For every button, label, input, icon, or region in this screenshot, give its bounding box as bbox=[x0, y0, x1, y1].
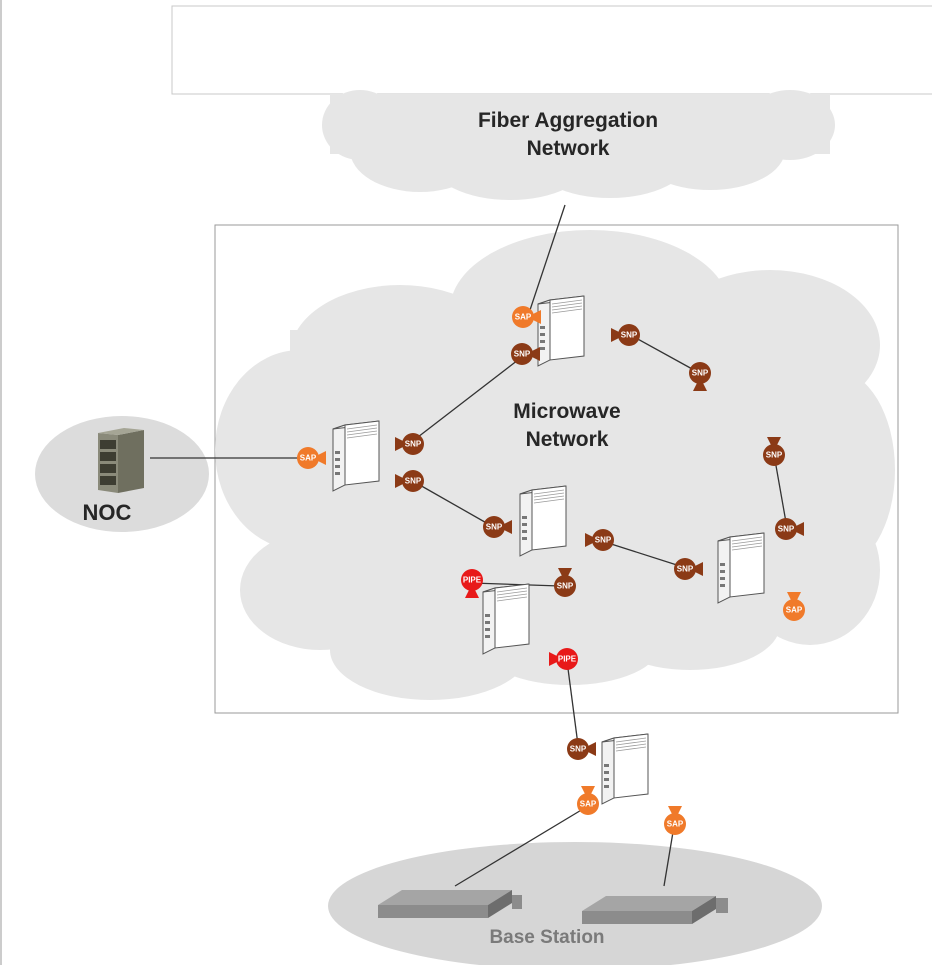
sap-port-p13: SAP bbox=[783, 592, 805, 621]
radio-left-icon bbox=[332, 420, 380, 492]
snp-port-p9: SNP bbox=[585, 529, 614, 551]
ports-layer: SAP SNP SNP SNP SAP SNP SNP SNP SNP SNP SNP SNP SAP P… bbox=[297, 306, 805, 835]
fiber-aggregation-cloud bbox=[322, 90, 835, 200]
snp-port-p17: SNP bbox=[567, 738, 596, 760]
port-label: SAP bbox=[580, 800, 597, 809]
link-pipe-bottom bbox=[566, 660, 579, 746]
port-label: SNP bbox=[486, 523, 503, 532]
devices-layer bbox=[332, 295, 765, 805]
port-label: SNP bbox=[778, 525, 795, 534]
port-label: SNP bbox=[405, 440, 422, 449]
port-label: SNP bbox=[595, 536, 612, 545]
port-label: SNP bbox=[405, 477, 422, 486]
port-label: PIPE bbox=[463, 576, 482, 585]
sap-port-p5: SAP bbox=[297, 447, 326, 469]
snp-port-p7: SNP bbox=[395, 470, 424, 492]
port-label: SNP bbox=[692, 369, 709, 378]
snp-port-p10: SNP bbox=[763, 437, 785, 466]
snp-port-p4: SNP bbox=[689, 362, 711, 391]
microwave-network-label-line1: Microwave bbox=[513, 400, 620, 423]
sap-port-p19: SAP bbox=[664, 806, 686, 835]
base-station-unit-right-icon bbox=[582, 896, 728, 924]
port-label: SAP bbox=[515, 313, 532, 322]
snp-port-p11: SNP bbox=[775, 518, 804, 540]
snp-port-p15: SNP bbox=[554, 568, 576, 597]
link-sap-bs-left bbox=[454, 805, 589, 887]
port-label: SNP bbox=[766, 451, 783, 460]
pipe-port-p16: PIPE bbox=[549, 648, 578, 670]
link-pipe-snp bbox=[471, 582, 561, 587]
noc-server-icon bbox=[98, 428, 144, 493]
snp-port-p3: SNP bbox=[611, 324, 640, 346]
link-left-middle bbox=[417, 483, 491, 526]
port-label: SAP bbox=[300, 454, 317, 463]
port-label: SNP bbox=[570, 745, 587, 754]
noc-label: NOC bbox=[83, 500, 132, 525]
port-label: SNP bbox=[621, 331, 638, 340]
link-right-north bbox=[774, 459, 788, 529]
microwave-network-label-line2: Network bbox=[526, 428, 609, 451]
radio-top-icon bbox=[537, 295, 585, 367]
header-box bbox=[171, 5, 932, 95]
pipe-port-p14: PIPE bbox=[461, 569, 483, 598]
port-label: PIPE bbox=[558, 655, 577, 664]
radio-middle-icon bbox=[519, 485, 567, 557]
port-label: SNP bbox=[514, 350, 531, 359]
fiber-network-label-line2: Network bbox=[527, 137, 610, 160]
link-middle-right bbox=[607, 542, 681, 567]
microwave-network-frame bbox=[214, 224, 899, 714]
link-sap-bs-right bbox=[663, 825, 675, 887]
base-station-unit-left-icon bbox=[378, 890, 522, 918]
base-station-cloud bbox=[328, 842, 822, 965]
base-station-label: Base Station bbox=[489, 927, 604, 948]
sap-port-p1: SAP bbox=[512, 306, 541, 328]
fiber-network-label-line1: Fiber Aggregation bbox=[478, 109, 658, 132]
port-label: SAP bbox=[667, 820, 684, 829]
snp-port-p6: SNP bbox=[395, 433, 424, 455]
radio-bottom-icon bbox=[601, 733, 649, 805]
radio-right-icon bbox=[717, 532, 765, 604]
link-top-east bbox=[633, 336, 695, 371]
port-label: SNP bbox=[677, 565, 694, 574]
port-label: SAP bbox=[786, 606, 803, 615]
snp-port-p8: SNP bbox=[483, 516, 512, 538]
links bbox=[150, 204, 788, 887]
link-left-top bbox=[417, 359, 519, 438]
snp-port-p12: SNP bbox=[674, 558, 703, 580]
port-label: SNP bbox=[557, 582, 574, 591]
radio-lower-icon bbox=[482, 583, 530, 655]
snp-port-p2: SNP bbox=[511, 343, 540, 365]
sap-port-p18: SAP bbox=[577, 786, 599, 815]
link-fiber-top bbox=[529, 204, 566, 311]
